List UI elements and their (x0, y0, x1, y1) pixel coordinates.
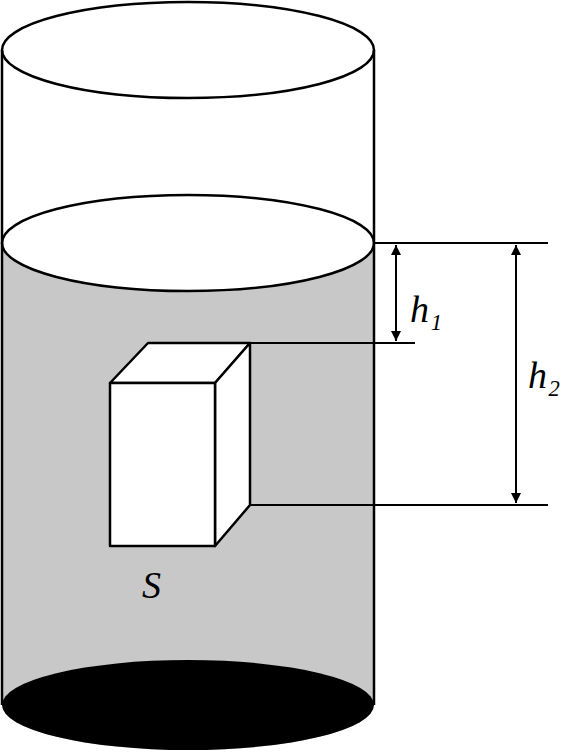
submerged-block (110, 343, 250, 546)
water (2, 243, 374, 750)
depth-label: h₂ (528, 356, 560, 394)
container-wall (373, 50, 376, 705)
dimension-lines (250, 243, 548, 505)
container-bottom (2, 660, 374, 750)
water-surface (2, 195, 374, 291)
depth-label: h₁ (410, 290, 442, 328)
container-rim (2, 2, 374, 98)
container-wall (1, 50, 4, 705)
area-label: S (142, 566, 161, 604)
